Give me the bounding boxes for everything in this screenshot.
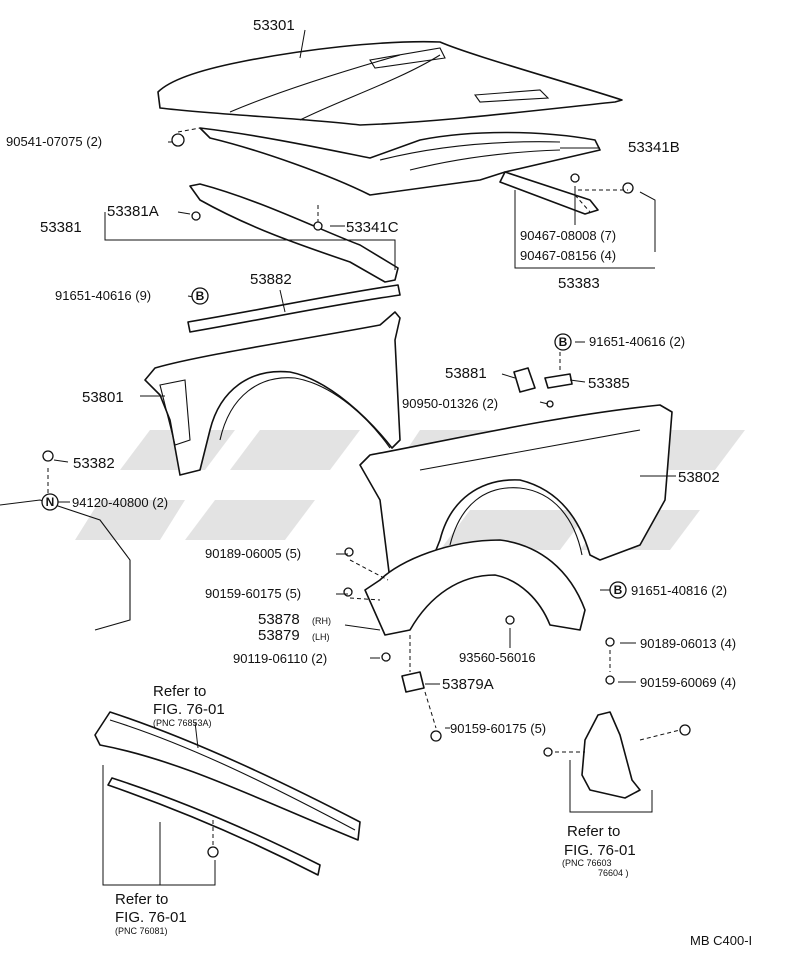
marker-b-1: B bbox=[191, 287, 209, 305]
svg-text:FIG. 76-01: FIG. 76-01 bbox=[153, 701, 225, 718]
label-90467-08008: 90467-08008 (7) bbox=[520, 228, 616, 243]
label-53341B: 53341B bbox=[628, 139, 680, 156]
marker-n-1: N bbox=[41, 493, 59, 511]
svg-text:(PNC 76081): (PNC 76081) bbox=[115, 926, 168, 936]
svg-text:Refer to: Refer to bbox=[567, 823, 620, 840]
label-90159-60175-lower: 90159-60175 (5) bbox=[450, 721, 546, 736]
label-53801: 53801 bbox=[82, 389, 124, 406]
label-53879: 53879 bbox=[258, 627, 300, 644]
marker-b-2: B bbox=[554, 333, 572, 351]
right-fender-53802 bbox=[359, 404, 673, 601]
label-53385: 53385 bbox=[588, 375, 630, 392]
label-90159-60175-upper: 90159-60175 (5) bbox=[205, 586, 301, 601]
left-fender-53801 bbox=[144, 311, 401, 476]
label-91651-40816: 91651-40816 (2) bbox=[631, 583, 727, 598]
label-53382: 53382 bbox=[73, 455, 115, 472]
label-91651-40616-9: 91651-40616 (9) bbox=[55, 288, 151, 303]
svg-text:Refer to: Refer to bbox=[153, 683, 206, 700]
label-94120-40800: 94120-40800 (2) bbox=[72, 495, 168, 510]
label-91651-40616-2: 91651-40616 (2) bbox=[589, 334, 685, 349]
label-53881: 53881 bbox=[445, 365, 487, 382]
label-90189-06013: 90189-06013 (4) bbox=[640, 636, 736, 651]
body-edge bbox=[0, 499, 131, 631]
hood-lock-support-53381 bbox=[189, 183, 399, 283]
svg-text:N: N bbox=[46, 495, 55, 509]
fender-liner-53878 bbox=[364, 539, 586, 636]
label-90467-08156: 90467-08156 (4) bbox=[520, 248, 616, 263]
label-53882: 53882 bbox=[250, 271, 292, 288]
svg-text:B: B bbox=[196, 289, 205, 303]
hood-panel bbox=[157, 40, 623, 126]
svg-text:B: B bbox=[559, 335, 568, 349]
label-90159-60069: 90159-60069 (4) bbox=[640, 675, 736, 690]
label-53879-side: (LH) bbox=[312, 632, 330, 642]
label-90119-06110: 90119-06110 (2) bbox=[233, 651, 327, 666]
bracket-53879A bbox=[401, 671, 425, 693]
label-53381: 53381 bbox=[40, 219, 82, 236]
label-93560-56016: 93560-56016 bbox=[459, 650, 536, 665]
part-labels: 53301 90541-07075 (2) 53341B 53381 53381… bbox=[6, 17, 736, 736]
label-53878-side: (RH) bbox=[312, 616, 331, 626]
fender-seal-53882 bbox=[187, 284, 401, 333]
diagram-code: MB C400-I bbox=[690, 933, 752, 948]
svg-text:(PNC 76853A): (PNC 76853A) bbox=[153, 718, 212, 728]
bracket-53385 bbox=[544, 373, 573, 389]
label-53878: 53878 bbox=[258, 611, 300, 628]
svg-text:76604 ): 76604 ) bbox=[598, 868, 629, 878]
label-90541-07075: 90541-07075 (2) bbox=[6, 134, 102, 149]
bracket-53881 bbox=[513, 367, 536, 393]
label-90189-06005: 90189-06005 (5) bbox=[205, 546, 301, 561]
marker-b-3: B bbox=[609, 581, 627, 599]
mudguard bbox=[581, 711, 641, 799]
reference-note-spoiler: Refer to FIG. 76-01 (PNC 76853A) bbox=[153, 683, 225, 728]
label-53381A: 53381A bbox=[107, 203, 159, 220]
front-spoiler bbox=[94, 711, 361, 841]
label-53802: 53802 bbox=[678, 469, 720, 486]
label-90950-01326: 90950-01326 (2) bbox=[402, 396, 498, 411]
reference-note-mudguard: Refer to FIG. 76-01 (PNC 76603 76604 ) bbox=[562, 823, 636, 878]
svg-text:FIG. 76-01: FIG. 76-01 bbox=[564, 842, 636, 859]
label-53879A: 53879A bbox=[442, 676, 494, 693]
leader-lines bbox=[53, 29, 676, 886]
dashed-assembly-lines bbox=[47, 127, 681, 845]
label-53341C: 53341C bbox=[346, 219, 399, 236]
reference-note-reinforcement: Refer to FIG. 76-01 (PNC 76081) bbox=[115, 891, 187, 936]
hood-inner-frame bbox=[199, 127, 601, 196]
svg-text:Refer to: Refer to bbox=[115, 891, 168, 908]
svg-text:(PNC 76603: (PNC 76603 bbox=[562, 858, 612, 868]
label-53301: 53301 bbox=[253, 17, 295, 34]
spoiler-reinforcement bbox=[107, 777, 321, 876]
label-53383: 53383 bbox=[558, 275, 600, 292]
svg-text:FIG. 76-01: FIG. 76-01 bbox=[115, 909, 187, 926]
svg-text:B: B bbox=[614, 583, 623, 597]
